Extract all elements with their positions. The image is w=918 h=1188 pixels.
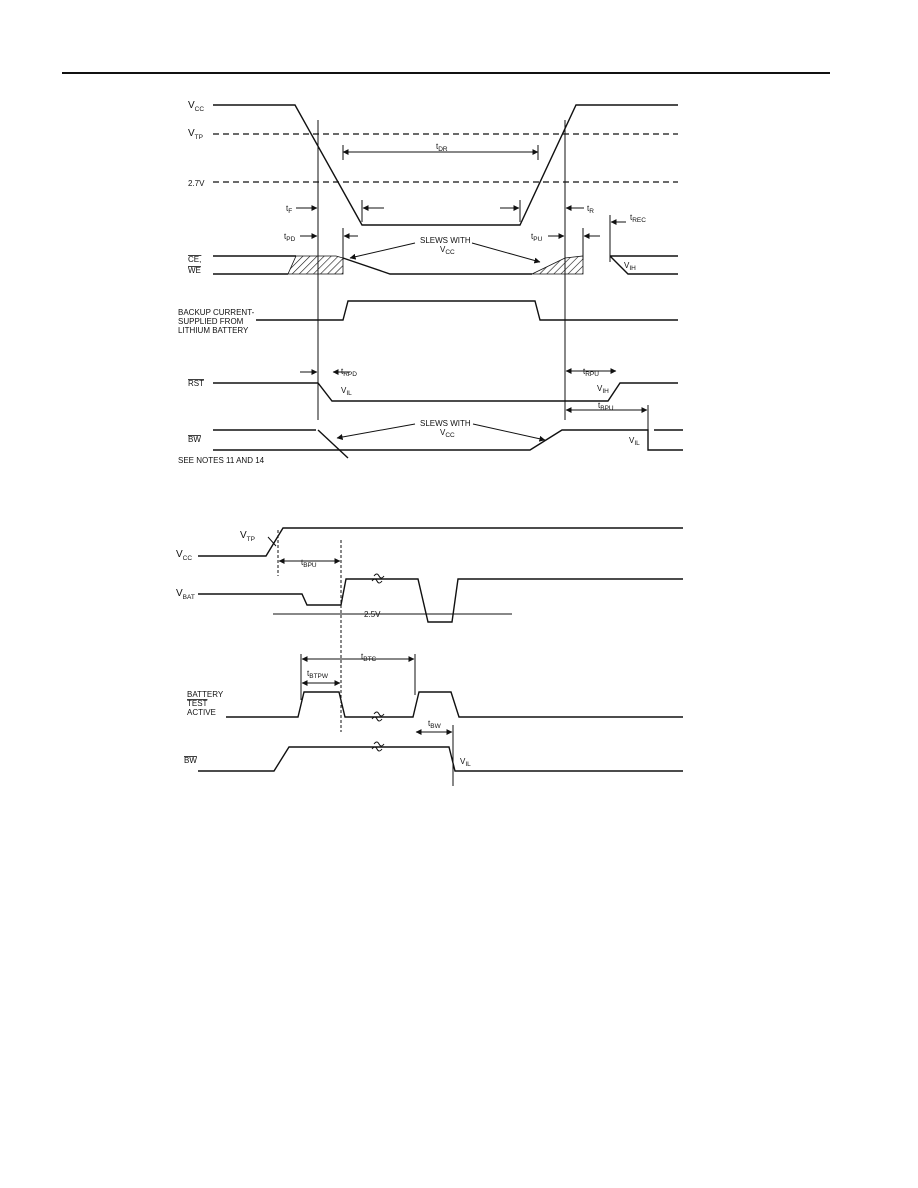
trpu-label: tRPU	[583, 367, 599, 378]
backup-label-line3: LITHIUM BATTERY	[178, 326, 249, 335]
vcc2-waveform	[198, 527, 683, 557]
slews1-arrow-right	[471, 242, 541, 264]
rst-label: RST	[188, 379, 204, 388]
bw-waveform	[213, 429, 683, 451]
slews1-line1: SLEWS WITH	[420, 236, 471, 245]
bw-slope-left	[317, 429, 349, 459]
vil2-label: VIL	[460, 757, 471, 768]
vcc-waveform	[213, 104, 678, 226]
we-label: WE	[188, 266, 201, 275]
battery-test-diagram: VTP VCC VBAT BATTERY TEST ACTIVE BW tBPU…	[176, 527, 683, 786]
backup-label-line1: BACKUP CURRENT-	[178, 308, 255, 317]
backup-current-waveform	[256, 300, 678, 321]
ce-waveform	[342, 257, 532, 275]
vih-rst-label: VIH	[597, 384, 609, 395]
battery-test-label-line2: TEST	[187, 699, 208, 708]
notes-label: SEE NOTES 11 AND 14	[178, 456, 265, 465]
vcc2-label: VCC	[176, 549, 192, 562]
slews2-arrow-right	[472, 423, 546, 442]
tbpu2-label: tBPU	[301, 558, 317, 569]
bt-break-marker	[371, 711, 385, 722]
tbpu-label: tBPU	[598, 401, 614, 412]
ce-hatch-left	[287, 255, 344, 275]
vil-rst-label: VIL	[341, 386, 352, 397]
vcc-label: VCC	[188, 100, 204, 113]
v27-label: 2.7V	[188, 179, 205, 188]
power-down-up-diagram: VCC VTP 2.7V CE, WE BACKUP CURRENT- SUPP…	[178, 100, 683, 465]
slews2-arrow-left	[336, 423, 416, 440]
battery-test-waveform	[226, 691, 683, 718]
trpd-label: tRPD	[341, 367, 357, 378]
slews2-line2: VCC	[440, 428, 455, 439]
tbw-label: tBW	[428, 719, 442, 730]
battery-test-label-line3: ACTIVE	[187, 708, 216, 717]
tr-label: tR	[587, 204, 594, 215]
bw2-label: BW	[184, 756, 197, 765]
bw2-waveform	[198, 746, 683, 772]
bw2-break-marker	[371, 741, 385, 752]
battery-test-label-line1: BATTERY	[187, 690, 224, 699]
vtp2-pointer	[267, 536, 277, 547]
ce-recovery	[609, 255, 678, 275]
tf-label: tF	[286, 204, 292, 215]
vih1-label: VIH	[624, 261, 636, 272]
ce-hatch-right	[531, 255, 584, 275]
v25-label: 2.5V	[364, 610, 381, 619]
vtp-label: VTP	[188, 128, 203, 141]
slews2-line1: SLEWS WITH	[420, 419, 471, 428]
slews1-line2: VCC	[440, 245, 455, 256]
tpu-label: tPU	[531, 232, 543, 243]
vil-bw-label: VIL	[629, 436, 640, 447]
rst-waveform	[213, 382, 678, 402]
backup-label-line2: SUPPLIED FROM	[178, 317, 244, 326]
vtp2-label: VTP	[240, 530, 255, 543]
vbat-waveform	[198, 578, 683, 623]
trec-label: tREC	[630, 213, 646, 224]
slews1-arrow-left	[349, 242, 416, 260]
vbat-break-marker	[371, 573, 385, 584]
vbat-label: VBAT	[176, 588, 195, 601]
tbtc-label: tBTC	[361, 652, 377, 663]
tbtpw-label: tBTPW	[307, 669, 329, 680]
tdr-label: tDR	[436, 142, 448, 153]
bw-label: BW	[188, 435, 201, 444]
tpd-label: tPD	[284, 232, 296, 243]
ce-label: CE,	[188, 255, 201, 264]
